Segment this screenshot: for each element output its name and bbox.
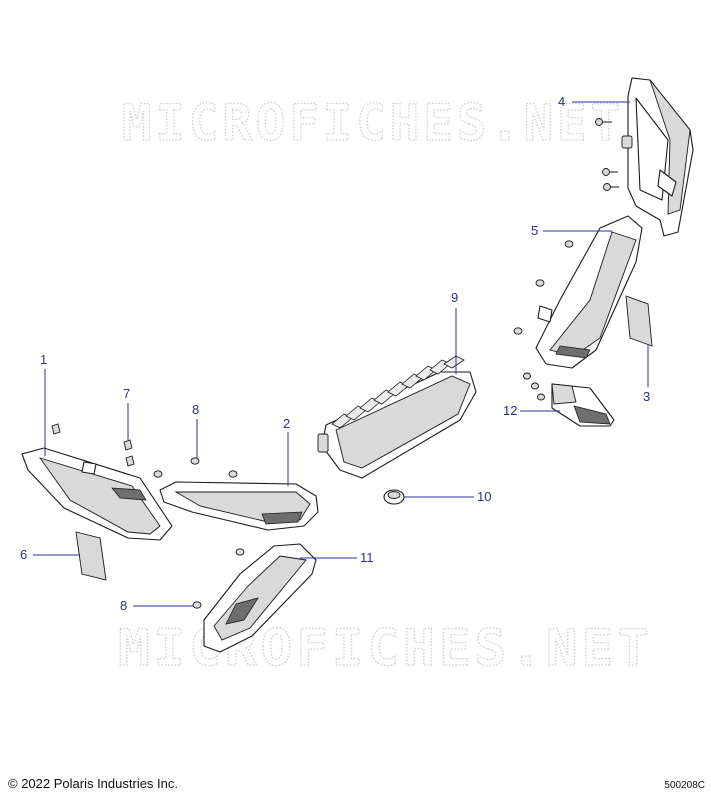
part-12-grommets[interactable] [523, 372, 545, 401]
copyright-text: © 2022 Polaris Industries Inc. [8, 776, 178, 791]
part-1-fastener[interactable] [51, 423, 61, 435]
part-4-screws[interactable] [595, 118, 620, 191]
part-6-reflector[interactable] [75, 531, 107, 581]
callout-9: 9 [451, 290, 458, 305]
callout-5: 5 [531, 223, 538, 238]
part-7-fasteners[interactable] [123, 439, 135, 467]
watermark-top: MICROFICHES.NET [122, 94, 624, 152]
diagram-code: 500208C [664, 780, 705, 791]
watermark-bottom: MICROFICHES.NET [118, 619, 653, 677]
part-1-lamp-left[interactable] [21, 447, 173, 541]
part-8-grommet-lower[interactable] [192, 601, 202, 609]
part-9-module[interactable] [317, 355, 477, 479]
callout-6: 6 [20, 547, 27, 562]
callout-11: 11 [360, 550, 374, 565]
part-5-lamp-right[interactable] [535, 215, 643, 369]
part-8-grommet-upper[interactable] [190, 457, 200, 465]
part-11-lamp-lower[interactable] [203, 543, 317, 653]
callout-10: 10 [477, 489, 491, 504]
callout-3: 3 [643, 389, 650, 404]
part-10-grommet-inner [387, 491, 401, 499]
part-11-grommet[interactable] [235, 548, 245, 556]
callout-4: 4 [558, 94, 565, 109]
callout-12: 12 [503, 403, 517, 418]
part-12-bracket[interactable] [551, 383, 615, 427]
callout-8-upper: 8 [192, 402, 199, 417]
part-2-grommets[interactable] [153, 470, 238, 478]
callout-8-lower: 8 [120, 598, 127, 613]
part-5-grommets[interactable] [513, 240, 574, 335]
callout-2: 2 [283, 416, 290, 431]
leader-lines [33, 101, 649, 607]
part-4-housing[interactable] [621, 77, 694, 237]
part-2-lamp-center[interactable] [159, 481, 319, 531]
part-3-reflector[interactable] [625, 295, 653, 347]
callout-1: 1 [40, 352, 47, 367]
callout-7: 7 [123, 386, 130, 401]
